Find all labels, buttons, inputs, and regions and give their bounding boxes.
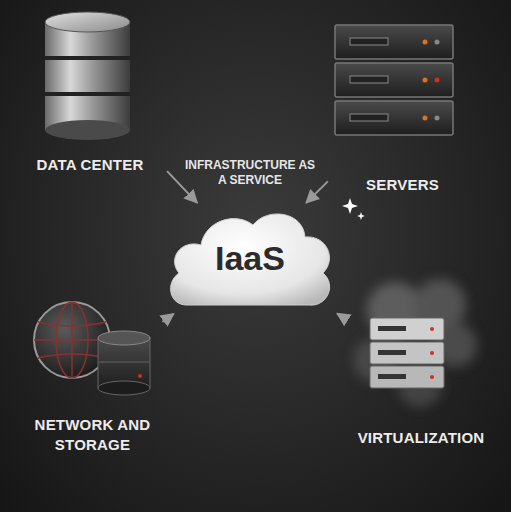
icon-space xyxy=(25,290,160,415)
icon-space xyxy=(15,5,165,155)
network-storage-node: NETWORK AND STORAGE xyxy=(25,290,160,455)
node-label: DATA CENTER xyxy=(15,155,165,175)
sparkle xyxy=(342,198,365,220)
cloud-title: IaaS xyxy=(215,239,285,278)
node-label: VIRTUALIZATION xyxy=(348,428,494,448)
arrow-connector xyxy=(337,314,345,319)
arrow-connector xyxy=(306,181,328,202)
server-rack-icon xyxy=(335,25,453,135)
subtitle-label: INFRASTRUCTURE AS A SERVICE xyxy=(180,158,320,188)
server-node: SERVERS xyxy=(330,20,475,195)
cloud-outline xyxy=(171,214,330,305)
icon-space xyxy=(330,20,475,175)
icon-space xyxy=(348,285,494,428)
database-icon xyxy=(45,12,130,140)
cloud-node: IaaS xyxy=(165,205,335,312)
virtual-server-icon xyxy=(353,279,477,407)
arrow-connector xyxy=(162,314,173,322)
arrow-connector xyxy=(167,171,197,203)
database-node: DATA CENTER xyxy=(15,5,165,175)
node-label: SERVERS xyxy=(330,175,475,195)
node-label: NETWORK AND STORAGE xyxy=(25,415,160,455)
storage-disk-icon xyxy=(98,331,150,395)
virtualization-node: VIRTUALIZATION xyxy=(348,285,494,448)
